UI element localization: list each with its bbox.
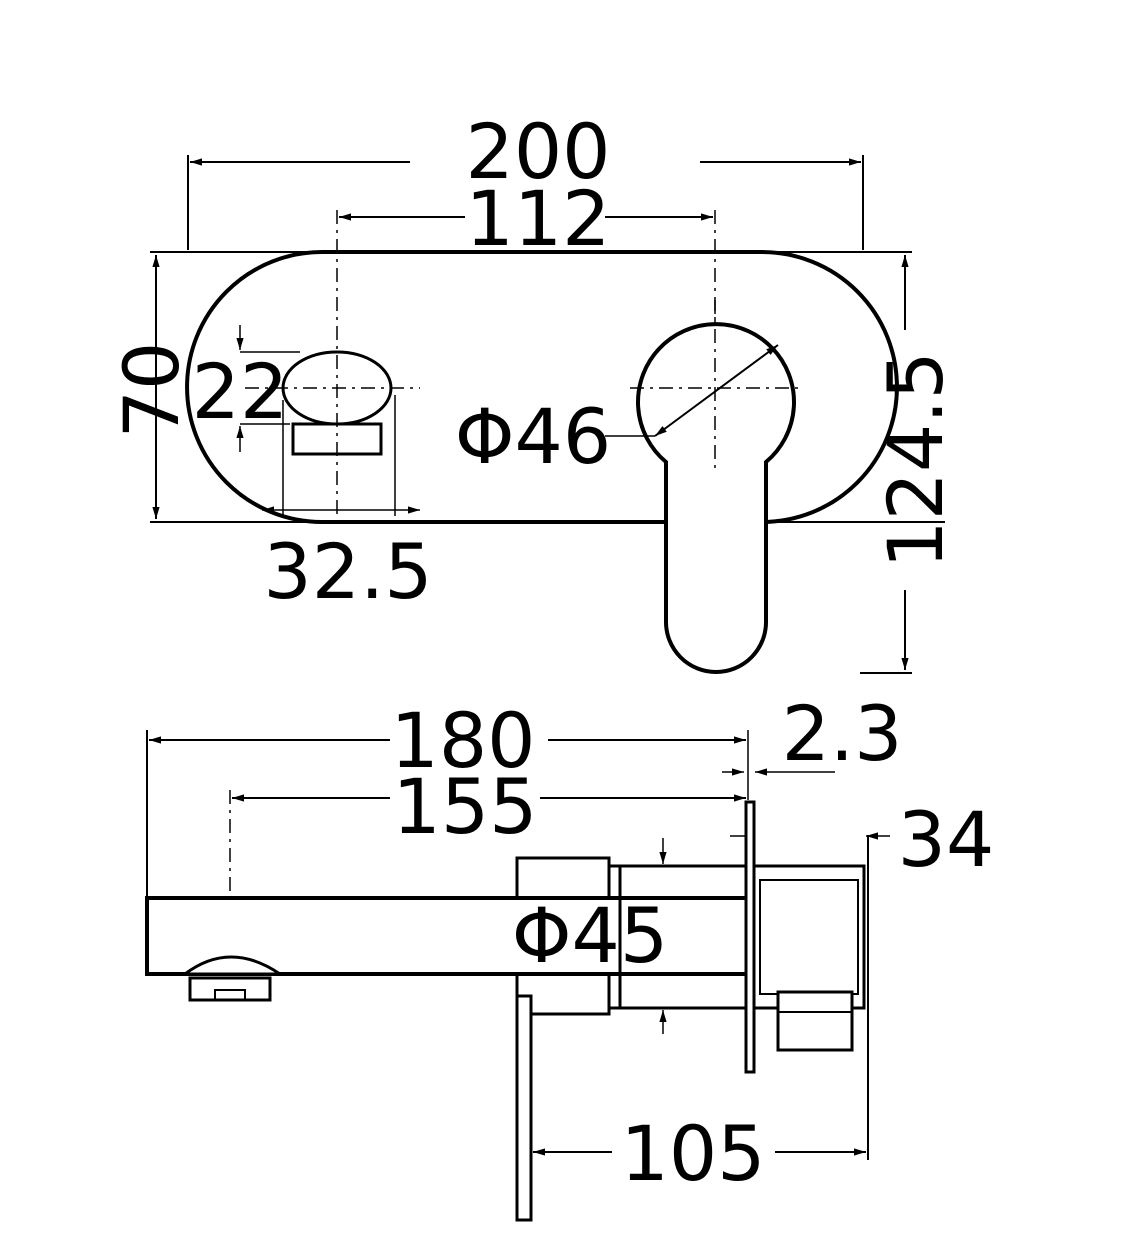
mixer-handle xyxy=(636,322,796,674)
label-200: 200 xyxy=(465,107,610,196)
label-70: 70 xyxy=(107,342,196,439)
dim-line-phi46 xyxy=(654,344,779,437)
spout-aerator xyxy=(180,955,285,976)
label-2-3: 2.3 xyxy=(782,689,903,778)
label-180: 180 xyxy=(390,696,535,785)
label-22: 22 xyxy=(192,347,289,436)
front-view xyxy=(150,155,945,674)
label-112: 112 xyxy=(465,174,610,263)
label-124-5: 124.5 xyxy=(871,351,960,569)
mixer-body-lower xyxy=(515,972,611,1016)
label-32-5: 32.5 xyxy=(263,527,432,616)
label-105: 105 xyxy=(620,1109,765,1198)
diverter-base xyxy=(291,422,383,456)
rear-outlet xyxy=(776,990,854,1052)
rear-housing xyxy=(752,864,866,1010)
side-view xyxy=(145,730,890,1222)
label-phi46: Φ46 xyxy=(455,392,612,481)
label-155: 155 xyxy=(392,762,537,851)
label-34: 34 xyxy=(898,795,995,884)
mixer-body-front xyxy=(515,856,611,900)
side-handle-lever xyxy=(515,994,533,1222)
label-phi45: Φ45 xyxy=(512,891,669,980)
